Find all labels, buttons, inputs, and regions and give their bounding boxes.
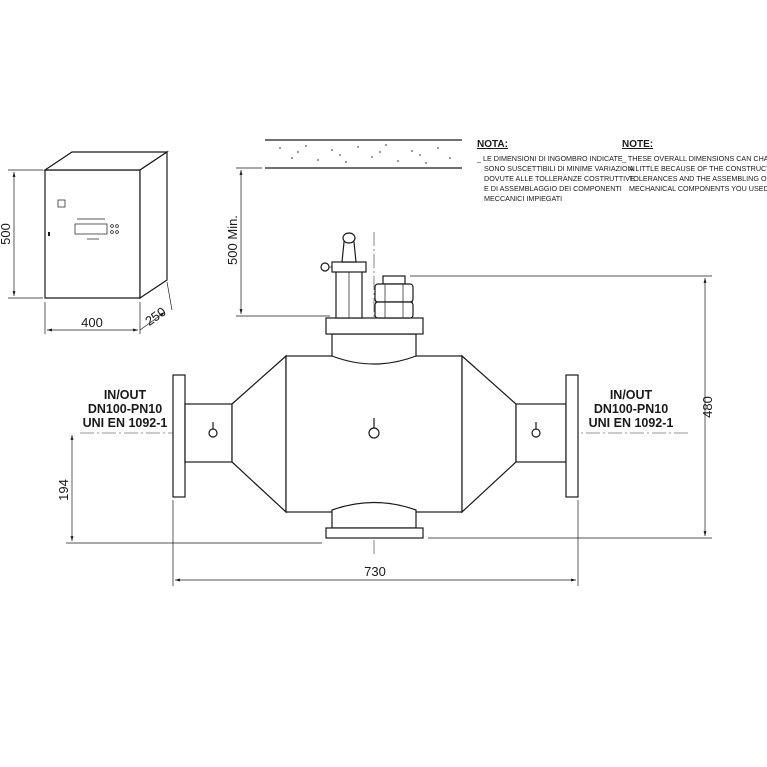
inlet-label-left: IN/OUT DN100-PN10 UNI EN 1092-1 [83, 388, 168, 430]
note-it-line: E DI ASSEMBLAGGIO DEI COMPONENTI [484, 184, 622, 193]
note-en-title: NOTE: [622, 139, 653, 150]
left-connection-size: DN100-PN10 [88, 402, 162, 416]
top-cover-flange [325, 317, 424, 335]
door-lock-icon [48, 232, 50, 236]
total-height-dimension: 480 [410, 275, 715, 539]
actuator-motor-lower [374, 301, 414, 319]
right-cone [461, 354, 517, 514]
side-knob-icon [320, 262, 330, 272]
button-icon [115, 230, 119, 234]
note-english: NOTE: _ THESE OVERALL DIMENSIONS CAN CHA… [621, 139, 767, 193]
button-icon [110, 230, 114, 234]
button-icon [115, 224, 119, 228]
right-connection-type: IN/OUT [610, 388, 653, 402]
note-it-line: SONO SUSCETTIBILI DI MINIME VARIAZIONI [484, 164, 635, 173]
total-length-dimension: 730 [172, 500, 579, 586]
panel-width-dimension: 400 [44, 302, 141, 334]
left-gauge-icon [208, 422, 218, 438]
left-connection-standard: UNI EN 1092-1 [83, 416, 168, 430]
filter-vessel [172, 232, 579, 539]
center-gauge-icon [368, 418, 380, 439]
min-clearance-dimension: 500 Min. [225, 167, 330, 317]
axis-height-dimension: 194 [56, 435, 322, 544]
note-it-title: NOTA: [477, 139, 508, 150]
panel-side-face [139, 150, 168, 300]
panel-width-label: 400 [81, 315, 103, 330]
note-it-line: DOVUTE ALLE TOLLERANZE COSTRUTTIVE [484, 174, 635, 183]
power-switch-icon [57, 199, 66, 208]
note-en-line: A LITTLE BECAUSE OF THE CONSTRUCTIVE [629, 164, 767, 173]
total-height-label: 480 [700, 396, 715, 418]
bottom-flange [325, 527, 424, 539]
valve-collar [331, 261, 367, 273]
min-clearance-label: 500 Min. [225, 215, 240, 265]
right-connection-standard: UNI EN 1092-1 [589, 416, 674, 430]
top-neck [331, 333, 417, 365]
button-icon [110, 224, 114, 228]
control-panel-box [43, 150, 169, 300]
right-gauge-icon [531, 422, 541, 438]
inlet-label-right: IN/OUT DN100-PN10 UNI EN 1092-1 [589, 388, 674, 430]
note-en-line: TOLERANCES AND THE ASSEMBLING OF [629, 174, 767, 183]
note-italian: NOTA: _ LE DIMENSIONI DI INGOMBRO INDICA… [476, 139, 635, 203]
total-length-label: 730 [364, 564, 386, 579]
ceiling-hatch [265, 139, 462, 169]
actuator-motor-upper [374, 283, 414, 303]
left-cone [231, 354, 287, 514]
note-it-line: _ LE DIMENSIONI DI INGOMBRO INDICATE [476, 154, 623, 163]
note-it-line: MECCANICI IMPIEGATI [484, 194, 562, 203]
right-connection-size: DN100-PN10 [594, 402, 668, 416]
left-flange [172, 374, 186, 498]
note-en-line: _ THESE OVERALL DIMENSIONS CAN CHANGE [621, 154, 767, 163]
display-screen [74, 223, 108, 235]
panel-height-dimension: 500 [0, 169, 43, 299]
right-flange [565, 374, 579, 498]
actuator-cap [382, 275, 406, 285]
axis-height-label: 194 [56, 479, 71, 501]
note-en-line: MECHANICAL COMPONENTS YOU USED. [629, 184, 767, 193]
panel-depth-label: 250 [142, 304, 168, 329]
right-pipe [515, 403, 567, 463]
left-connection-type: IN/OUT [104, 388, 147, 402]
panel-height-label: 500 [0, 223, 13, 245]
handle-knob-icon [342, 232, 356, 244]
bottom-neck [331, 501, 417, 529]
